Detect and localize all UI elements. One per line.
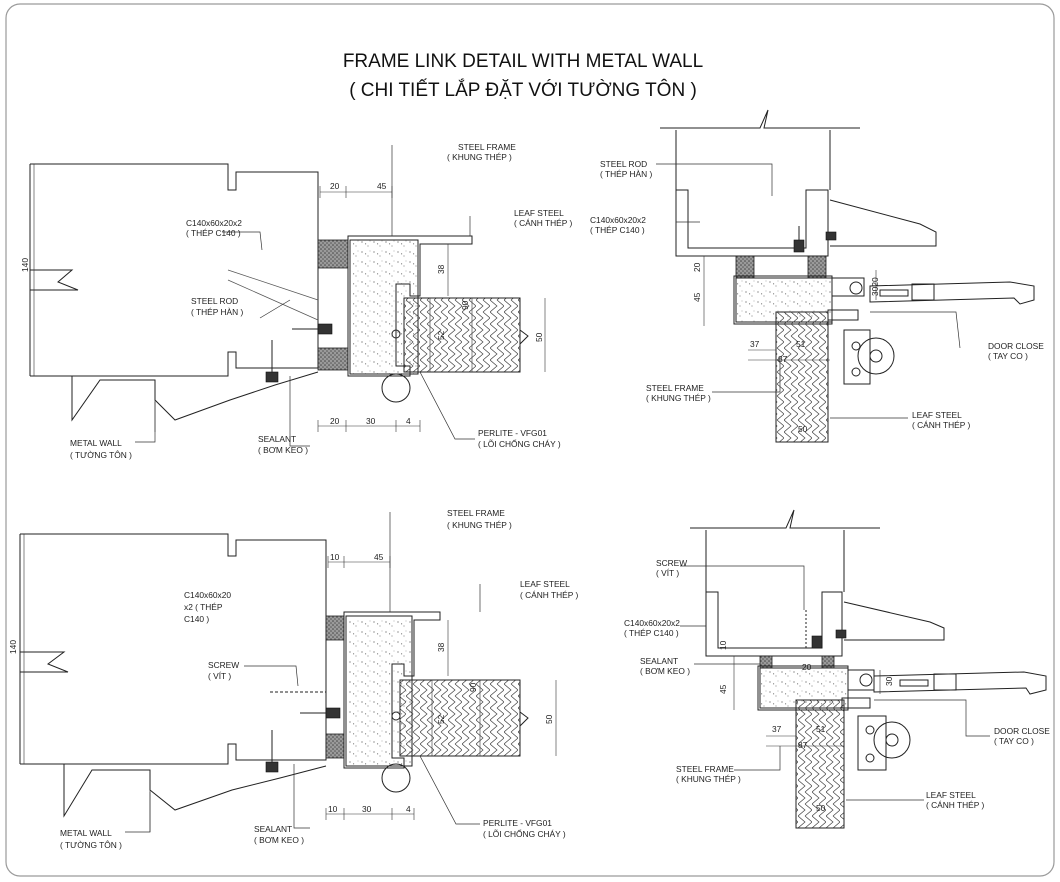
label-perlite-vn: ( LÕI CHỐNG CHÁY ) [478,438,561,449]
dim-140: 140 [20,258,30,272]
label-c-section-3: C140 ) [184,614,209,624]
dim-20: 20 [802,662,812,672]
label-c-section: C140x60x20x2 [624,618,680,628]
dim-51: 51 [816,724,826,734]
dim-45: 45 [374,552,384,562]
label-steel-frame: STEEL FRAME [676,764,734,774]
dim-50: 50 [816,803,826,813]
dim-45: 45 [377,181,387,191]
label-steel-frame-vn: ( KHUNG THÉP ) [646,393,711,403]
label-metal-wall: METAL WALL [60,828,112,838]
detail-top-left: STEEL FRAME ( KHUNG THÉP ) LEAF STEEL ( … [20,142,573,460]
dim-10: 10 [718,640,728,650]
label-steel-frame-vn: ( KHUNG THÉP ) [447,152,512,162]
dim-87: 87 [778,354,788,364]
label-sealant: SEALANT [640,656,678,666]
label-c-section-vn: ( THÉP C140 ) [624,628,679,638]
label-c-section-1: C140x60x20 [184,590,231,600]
label-door-close-vn: ( TAY CO ) [988,351,1028,361]
label-sealant-vn: ( BƠM KEO ) [254,835,304,845]
dim-10-bottom: 10 [328,804,338,814]
label-steel-rod: STEEL ROD [191,296,238,306]
label-steel-rod-vn: ( THÉP HÀN ) [191,307,243,317]
label-c-section: C140x60x20x2 [590,215,646,225]
label-steel-frame: STEEL FRAME [646,383,704,393]
label-leaf-steel-vn: ( CÁNH THÉP ) [520,590,579,600]
dim-50: 50 [544,714,554,724]
label-perlite: PERLITE - VFG01 [478,428,547,438]
dim-51: 51 [796,339,806,349]
dim-50: 50 [798,424,808,434]
label-leaf-steel: LEAF STEEL [514,208,564,218]
dim-37: 37 [750,339,760,349]
label-leaf-steel-vn: ( CÁNH THÉP ) [926,800,985,810]
label-door-close: DOOR CLOSE [994,726,1050,736]
label-steel-rod-vn: ( THÉP HÀN ) [600,169,652,179]
label-steel-frame: STEEL FRAME [447,508,505,518]
detail-bottom-right: SCREW ( VÍT ) C140x60x20x2 ( THÉP C140 )… [624,509,1050,829]
label-screw: SCREW [656,558,687,568]
label-steel-frame: STEEL FRAME [458,142,516,152]
label-c-section-2: x2 ( THÉP [184,602,223,612]
label-c-section-vn: ( THÉP C140 ) [186,228,241,238]
dim-4: 4 [406,416,411,426]
label-screw-vn: ( VÍT ) [208,671,231,681]
label-door-close-vn: ( TAY CO ) [994,736,1034,746]
dim-87: 87 [798,740,808,750]
label-screw: SCREW [208,660,239,670]
dim-10-top: 10 [330,552,340,562]
dim-38: 38 [436,642,446,652]
detail-bottom-left: STEEL FRAME ( KHUNG THÉP ) LEAF STEEL ( … [8,508,579,850]
label-sealant: SEALANT [258,434,296,444]
dim-90: 90 [460,300,470,310]
dim-20-bottom: 20 [330,416,340,426]
label-leaf-steel: LEAF STEEL [912,410,962,420]
dim-38: 38 [436,264,446,274]
dim-20: 20 [692,262,702,272]
label-leaf-steel: LEAF STEEL [520,579,570,589]
label-c-section: C140x60x20x2 [186,218,242,228]
dim-20-top: 20 [330,181,340,191]
dim-37: 37 [772,724,782,734]
dim-30: 30 [362,804,372,814]
label-c-section-vn: ( THÉP C140 ) [590,225,645,235]
title-line-1: FRAME LINK DETAIL WITH METAL WALL [343,51,703,72]
dim-30: 30 [884,676,894,686]
label-metal-wall-vn: ( TƯỜNG TÔN ) [70,450,132,460]
label-sealant-vn: ( BƠM KEO ) [258,445,308,455]
label-screw-vn: ( VÍT ) [656,568,679,578]
label-leaf-steel-vn: ( CÁNH THÉP ) [514,218,573,228]
label-perlite: PERLITE - VFG01 [483,818,552,828]
label-metal-wall-vn: ( TƯỜNG TÔN ) [60,840,122,850]
label-steel-frame-vn: ( KHUNG THÉP ) [447,520,512,530]
sheet-border [5,3,1055,877]
dim-90: 90 [468,682,478,692]
dim-52: 52 [436,714,446,724]
dim-30: 30 [366,416,376,426]
dim-140: 140 [8,640,18,654]
label-steel-rod: STEEL ROD [600,159,647,169]
label-perlite-vn: ( LÕI CHỐNG CHÁY ) [483,828,566,839]
dim-3020: 3020 [870,277,880,296]
label-metal-wall: METAL WALL [70,438,122,448]
dim-50: 50 [534,332,544,342]
label-leaf-steel-vn: ( CÁNH THÉP ) [912,420,971,430]
label-leaf-steel: LEAF STEEL [926,790,976,800]
dim-45: 45 [692,292,702,302]
dim-4: 4 [406,804,411,814]
title-line-2: ( CHI TIẾT LẮP ĐẶT VỚI TƯỜNG TÔN ) [349,79,697,101]
label-sealant-vn: ( BƠM KEO ) [640,666,690,676]
label-steel-frame-vn: ( KHUNG THÉP ) [676,774,741,784]
dim-45: 45 [718,684,728,694]
detail-top-right: STEEL ROD ( THÉP HÀN ) C140x60x20x2 ( TH… [590,109,1044,443]
dim-52: 52 [436,330,446,340]
label-door-close: DOOR CLOSE [988,341,1044,351]
label-sealant: SEALANT [254,824,292,834]
